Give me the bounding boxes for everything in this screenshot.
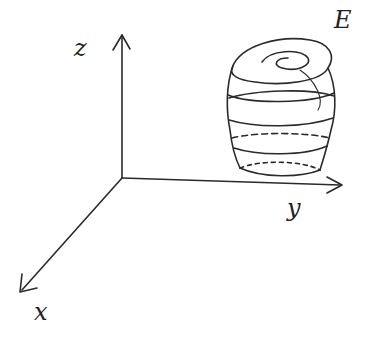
region-label: E (334, 8, 352, 32)
z-arrowhead (113, 35, 130, 50)
z-axis (121, 35, 123, 178)
axis-label: y (287, 196, 301, 220)
region-band (232, 134, 330, 139)
y-axis (122, 178, 340, 185)
region-band (234, 146, 327, 154)
region-band (229, 118, 333, 126)
axis-label: z (74, 36, 87, 60)
x-arrowhead (20, 274, 37, 292)
region-top (231, 39, 331, 84)
region-bottom (240, 168, 320, 176)
y-arrowhead (327, 177, 342, 193)
x-axis (22, 178, 122, 290)
region-shading (300, 70, 320, 110)
region-left-side (227, 66, 240, 168)
region-swirl (262, 52, 309, 70)
axis-label: x (34, 300, 48, 324)
region-bottom-back (240, 162, 320, 170)
